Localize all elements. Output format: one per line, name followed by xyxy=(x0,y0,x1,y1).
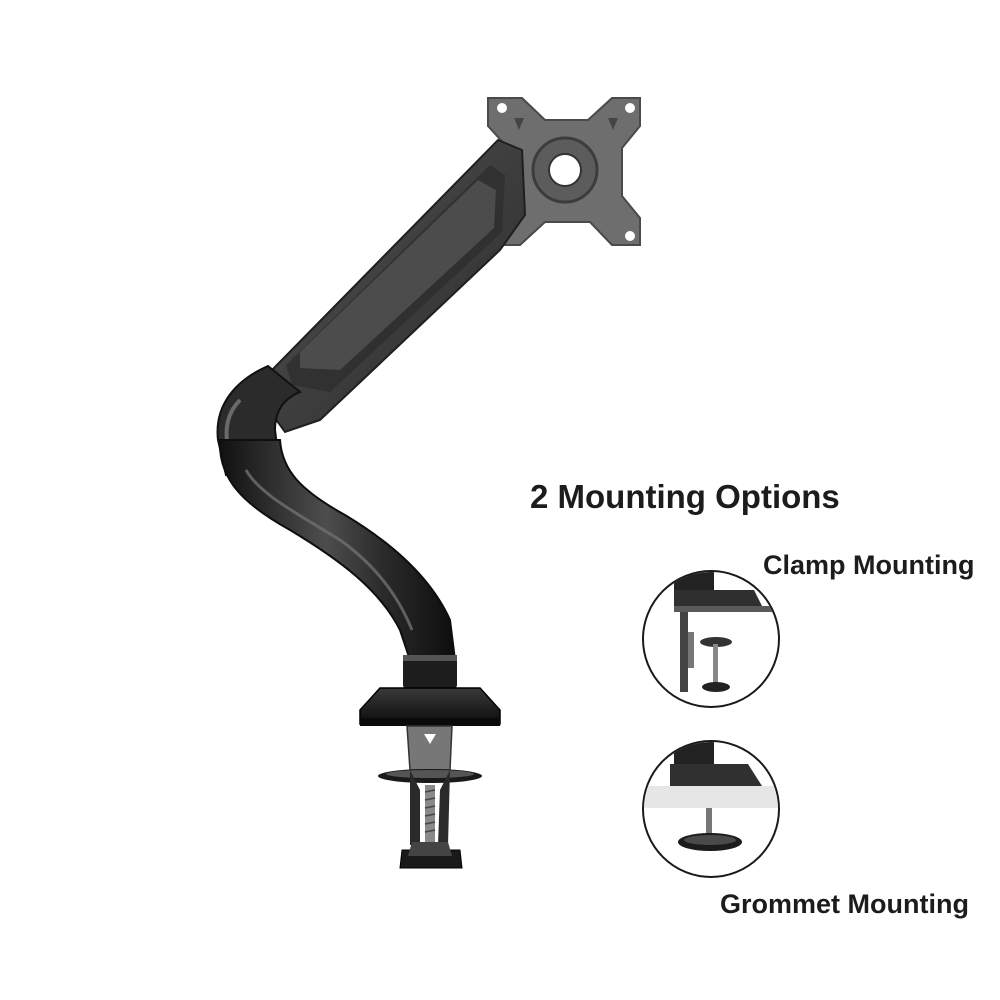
clamp-mounting-label: Clamp Mounting xyxy=(763,550,975,580)
grommet-mounting-label: Grommet Mounting xyxy=(720,889,969,919)
arm-base xyxy=(359,655,501,726)
clamp-mount-icon xyxy=(642,570,780,708)
vesa-plate xyxy=(487,97,641,246)
mounting-options-heading: 2 Mounting Options xyxy=(530,478,840,515)
lower-arm xyxy=(218,439,457,661)
desk-clamp xyxy=(378,725,482,869)
upper-arm xyxy=(260,138,527,434)
grommet-mount-icon xyxy=(642,740,780,878)
